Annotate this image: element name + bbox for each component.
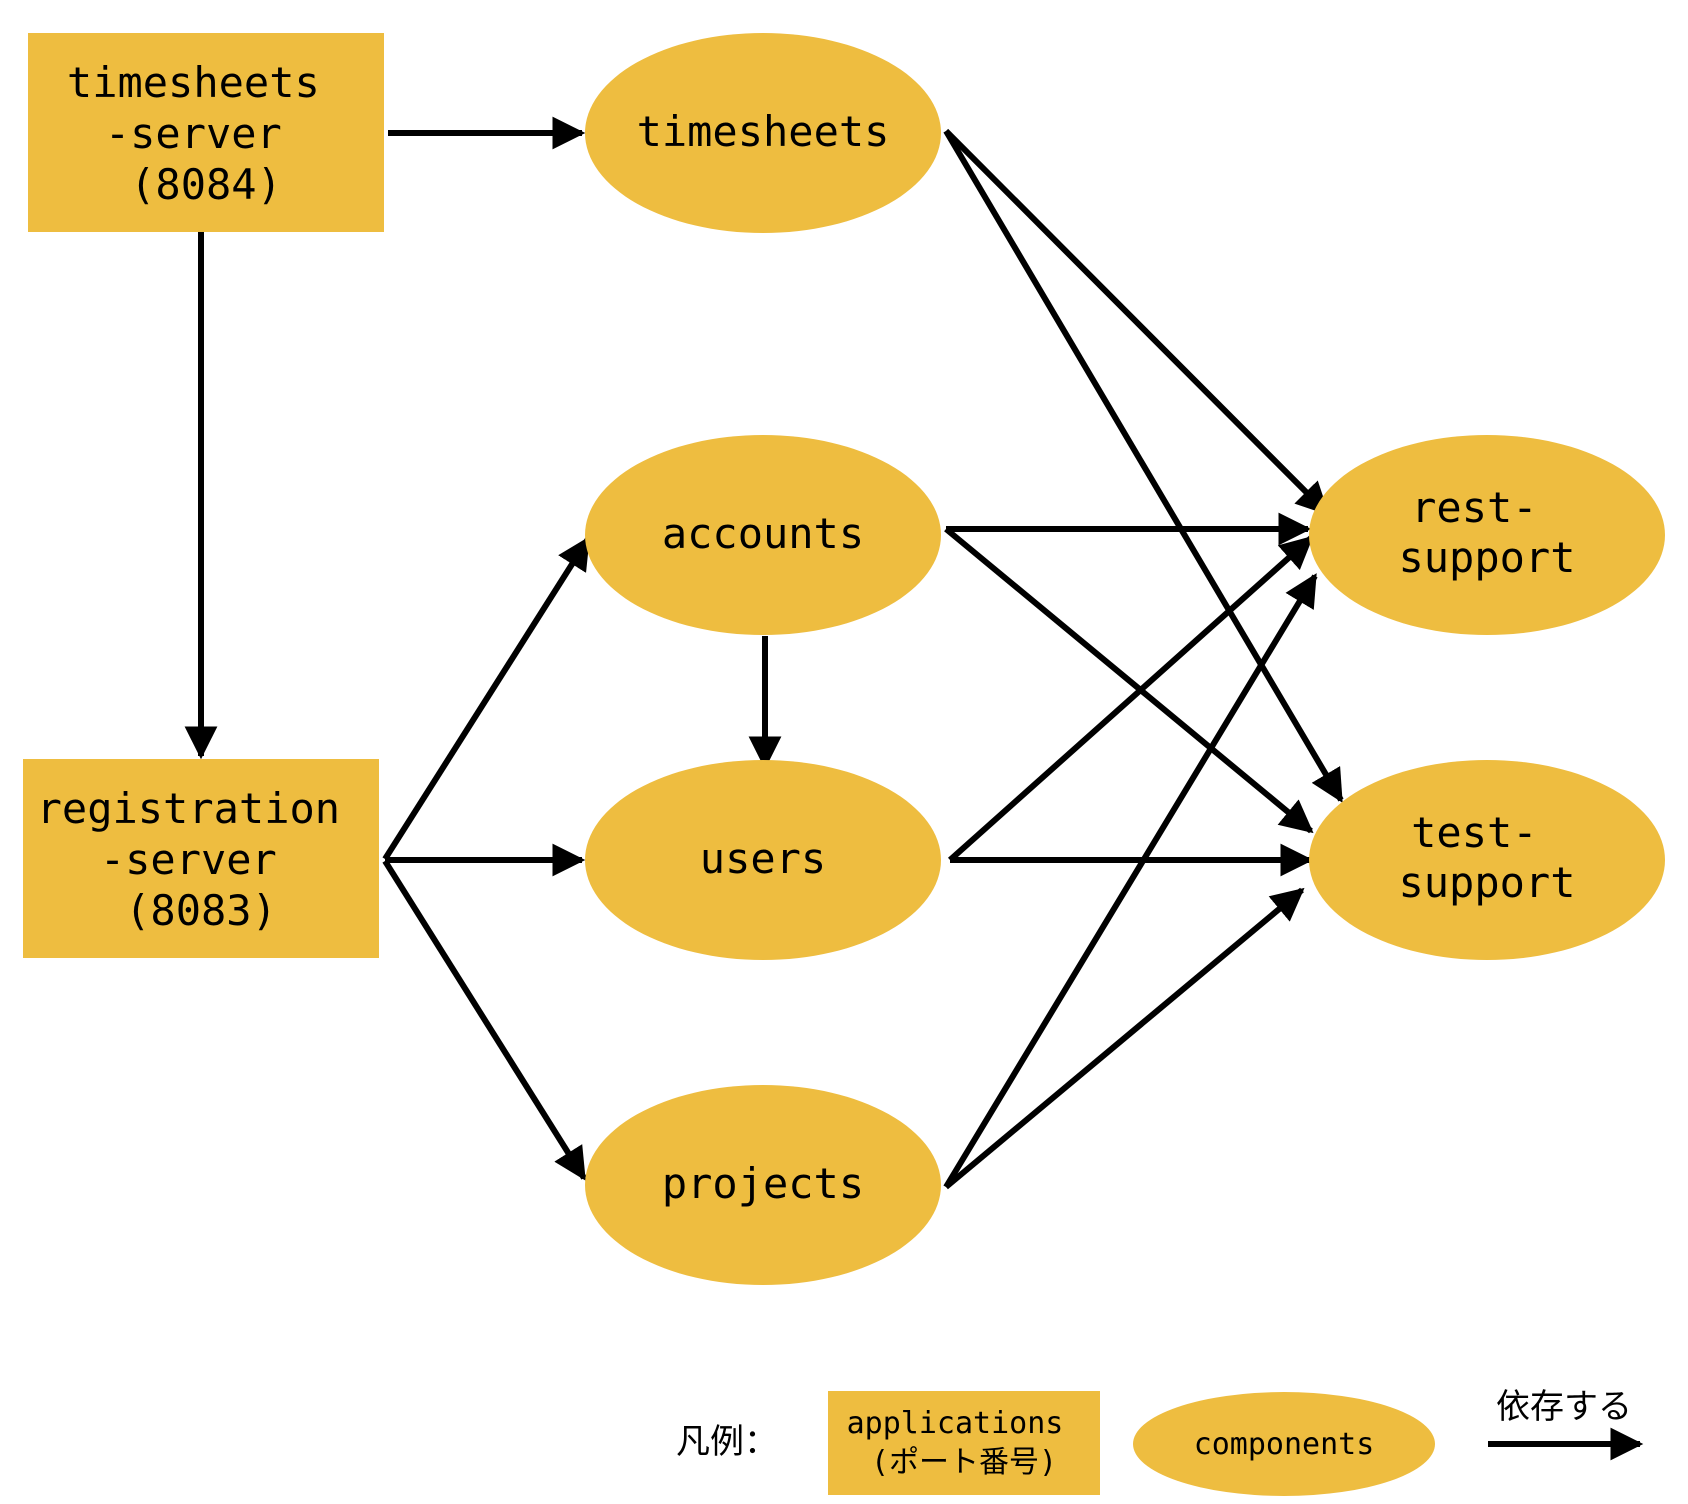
node-timesheets: timesheets <box>585 33 941 233</box>
edge-projects-to-rest-support <box>943 573 1318 1189</box>
edge-registration-server-to-accounts <box>382 536 591 861</box>
edge-users-to-rest-support <box>948 535 1314 863</box>
edge-accounts-to-test-support <box>944 526 1314 834</box>
legend-dependency-label: 依存する <box>1496 1387 1632 1427</box>
svg-text:rest- support: rest- support <box>1398 483 1575 582</box>
edge-timesheets-to-test-support <box>943 129 1344 803</box>
edge-registration-server-to-projects <box>382 859 587 1181</box>
node-timesheets-server: timesheets -server (8084) <box>28 33 384 232</box>
node-test-support: test- support <box>1309 760 1665 960</box>
svg-text:accounts: accounts <box>662 509 864 558</box>
edge-projects-to-test-support <box>944 887 1305 1190</box>
svg-text:timesheets -server: timesheets -server (8084) <box>67 58 345 209</box>
svg-text:applications (ポート番号): applications (ポート番号) <box>847 1406 1082 1480</box>
legend: 凡例： applications (ポート番号) components 依存する <box>676 1387 1644 1496</box>
node-registration-server: registration -server (8083) <box>23 759 379 958</box>
legend-dependency: 依存する <box>1488 1387 1644 1461</box>
edge-timesheets-to-rest-support <box>943 128 1330 516</box>
node-accounts: accounts <box>585 435 941 635</box>
svg-text:projects: projects <box>662 1159 864 1208</box>
node-rest-support: rest- support <box>1309 435 1665 635</box>
legend-component-ellipse: components <box>1133 1392 1435 1496</box>
legend-title: 凡例： <box>676 1422 778 1462</box>
edges-layer <box>184 116 1344 1190</box>
legend-application-box: applications (ポート番号) <box>828 1391 1100 1495</box>
svg-text:users: users <box>700 834 826 883</box>
svg-text:components: components <box>1194 1427 1375 1462</box>
svg-text:registration -server: registration -server (8083) <box>37 784 366 935</box>
node-users: users <box>585 760 941 960</box>
svg-text:timesheets: timesheets <box>637 107 890 156</box>
node-projects: projects <box>585 1085 941 1285</box>
svg-text:test- support: test- support <box>1398 808 1575 907</box>
